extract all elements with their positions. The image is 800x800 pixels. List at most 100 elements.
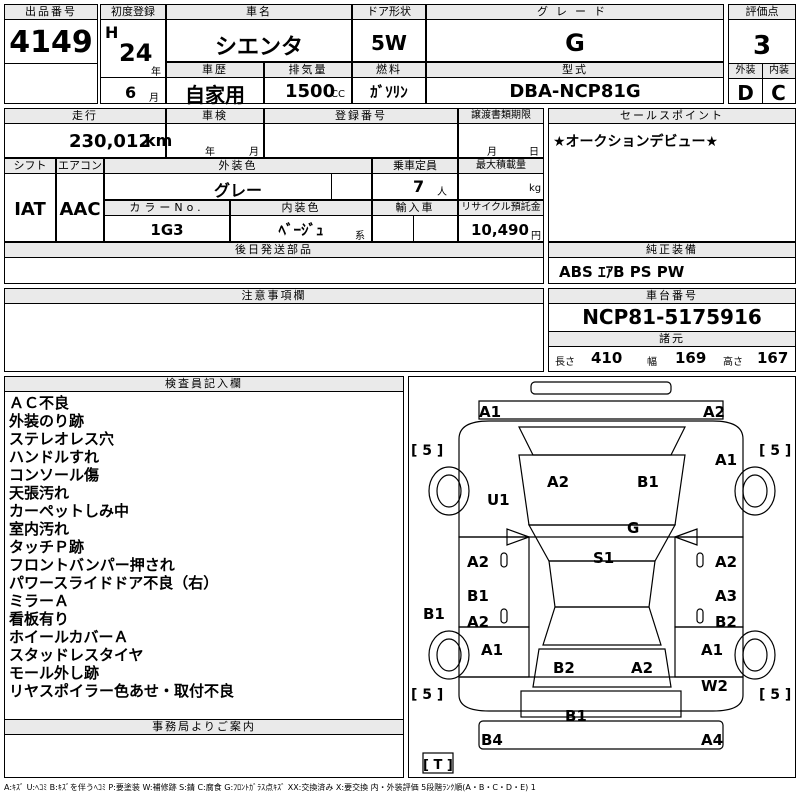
inspector-note: 外装のり跡 (9, 412, 85, 430)
inspector-note: タッチＰ跡 (9, 538, 85, 556)
inspector-note: コンソール傷 (9, 466, 100, 484)
inspection-label: 車検 (167, 109, 263, 124)
mark-spare: [ T ] (423, 758, 453, 773)
mileage-box: 走行 230,012 km (4, 108, 172, 158)
inspector-note: リヤスポイラー色あせ・取付不良 (9, 682, 235, 700)
inspector-note: パワースライドドア不良（右） (9, 574, 219, 592)
fuel-box: 燃料 ｶﾞｿﾘﾝ (352, 62, 426, 104)
inspection-box: 車検 年 月 (166, 108, 264, 158)
aircon-box: エアコン AAC (56, 158, 104, 242)
mileage: 230,012 (69, 131, 151, 152)
inspector-note: モール外し跡 (9, 664, 100, 682)
length-label: 長さ (555, 357, 575, 368)
inspector-note: 看板有り (9, 610, 70, 628)
mark-qtr-l: A1 (481, 641, 503, 659)
later-parts-label: 後日発送部品 (5, 243, 543, 258)
interior-color-box: 内装色 ﾍﾞｰｼﾞｭ 系 (230, 200, 372, 242)
overall-score: 3 (752, 31, 772, 61)
color-number-label: カラーNo. (105, 201, 229, 216)
mileage-label: 走行 (5, 109, 165, 124)
mark-sill-l: B1 (423, 605, 445, 623)
car-diagram: A1 A2 [ 5 ] [ 5 ] A1 U1 A2 B1 G S1 A2 A2… (411, 381, 791, 774)
aircon-label: エアコン (57, 159, 103, 174)
model: DBA-NCP81G (509, 81, 641, 102)
lot-number-box: 出品番号 4149 (4, 4, 98, 104)
car-name: シエンタ (214, 35, 303, 60)
mark-front-right-bumper: A2 (703, 403, 725, 421)
equipment-box: 純正装備 ABS ｴｱB PS PW (548, 242, 796, 284)
year-unit: 年 (151, 67, 161, 78)
inspector-notes-label: 検査員記入欄 (5, 377, 403, 392)
mark-rear-r: W2 (701, 677, 728, 695)
inspector-note: ミラーＡ (9, 592, 70, 610)
inspector-note: スタッドレスタイヤ (9, 646, 144, 664)
era-mark: H (105, 23, 119, 42)
history-label: 車歴 (167, 63, 263, 78)
mark-fender-l: U1 (487, 491, 510, 509)
history-box: 車歴 自家用 (166, 62, 264, 107)
mark-tire-rl: [ 5 ] (411, 687, 443, 703)
interior-label: 内装 (762, 64, 795, 79)
max-load-unit: kg (529, 183, 542, 194)
grade-box: グレード G (426, 4, 724, 62)
month-unit: 月 (149, 93, 159, 104)
mark-door-rr-1: A3 (715, 587, 737, 605)
inspector-note: 天張汚れ (9, 484, 70, 502)
chassis-box: 車台番号 NCP81-5175916 諸元 長さ 410 幅 169 高さ 16… (548, 288, 796, 372)
inspector-note: ホイールカバーＡ (9, 628, 129, 646)
interior-score: C (771, 81, 786, 105)
width-label: 幅 (647, 357, 657, 368)
caution-box: 注意事項欄 (4, 288, 544, 372)
later-parts-box: 後日発送部品 (4, 242, 544, 284)
import-label: 輸入車 (373, 201, 457, 216)
recycle-label: リサイクル預託金 (459, 201, 543, 216)
mark-hood-left: A2 (547, 473, 569, 491)
height: 167 (757, 349, 789, 367)
recycle-fee: 10,490 (471, 221, 529, 239)
shift: IAT (14, 199, 46, 220)
score-label: 評価点 (729, 5, 795, 20)
chassis-number: NCP81-5175916 (582, 305, 762, 329)
height-label: 高さ (723, 357, 743, 368)
mark-tire-rr: [ 5 ] (759, 687, 791, 703)
car-diagram-box: A1 A2 [ 5 ] [ 5 ] A1 U1 A2 B1 G S1 A2 A2… (408, 376, 796, 778)
equipment-label: 純正装備 (549, 243, 795, 258)
spec-label: 諸元 (549, 331, 795, 347)
mark-front-left-bumper: A1 (479, 403, 501, 421)
length: 410 (591, 349, 623, 367)
mark-hood-right: B1 (637, 473, 659, 491)
inspection-month-unit: 月 (249, 147, 259, 158)
interior-color: ﾍﾞｰｼﾞｭ (278, 221, 324, 239)
mark-rear-bumper-l: B4 (481, 731, 503, 749)
lot-number-label: 出品番号 (5, 5, 97, 20)
mark-tire-fr: [ 5 ] (759, 443, 791, 459)
exterior-color: グレー (213, 181, 262, 200)
inspector-note: フロントバンパー押され (9, 556, 175, 574)
grade: G (565, 29, 585, 57)
fuel: ｶﾞｿﾘﾝ (370, 83, 408, 101)
mark-door-rr-2: B2 (715, 613, 737, 631)
first-registration-box: 初度登録 H 24 年 6 月 (100, 4, 166, 104)
inspector-note: ハンドルすれ (9, 448, 100, 466)
exterior-color-label: 外装色 (105, 159, 371, 174)
exterior-color-box: 外装色 グレー (104, 158, 372, 200)
inspection-year-unit: 年 (205, 147, 215, 158)
mark-door-fl: A2 (467, 553, 489, 571)
reg-year: 24 (119, 39, 153, 67)
interior-color-unit: 系 (355, 231, 365, 242)
door-label: ドア形状 (353, 5, 425, 20)
sales-point-box: セールスポイント ★オークションデビュー★ (548, 108, 796, 242)
inspector-notes-list: ＡＣ不良外装のり跡ステレオレス穴ハンドルすれコンソール傷天張汚れカーペットしみ中… (9, 394, 399, 700)
displacement-box: 排気量 1500 CC (264, 62, 352, 104)
office-notice-label: 事務局よりご案内 (5, 719, 403, 735)
mileage-unit: km (145, 131, 173, 150)
transfer-label: 譲渡書類期限 (459, 109, 543, 124)
interior-color-label: 内装色 (231, 201, 371, 216)
color-number: 1G3 (150, 221, 184, 239)
mark-tire-fl: [ 5 ] (411, 443, 443, 459)
inspector-note: ＡＣ不良 (9, 394, 70, 412)
capacity: 7 (413, 177, 425, 196)
import-box: 輸入車 (372, 200, 458, 242)
capacity-unit: 人 (437, 187, 447, 198)
car-name-label: 車名 (167, 5, 351, 20)
